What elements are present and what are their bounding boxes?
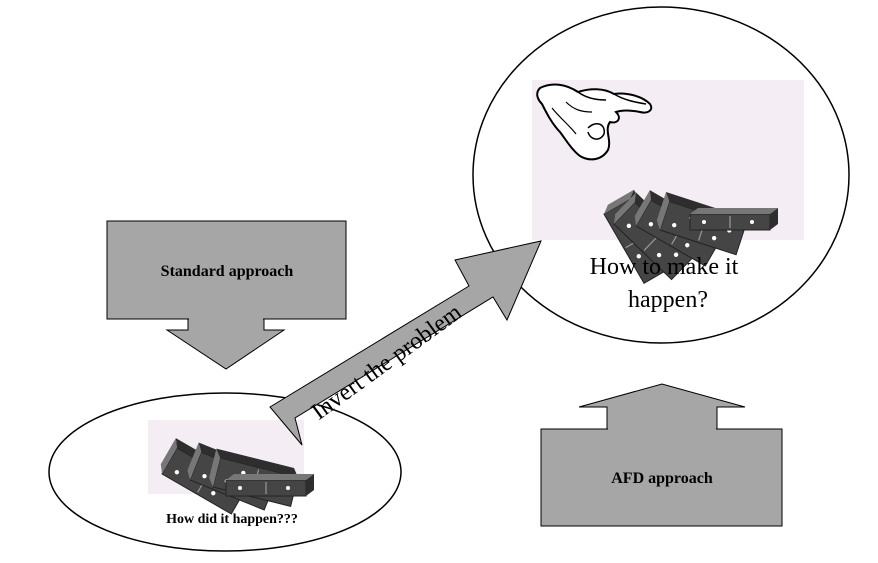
fallen-dominoes-icon [148, 420, 315, 515]
standard-approach-box [106, 220, 347, 320]
afd-approach-label: AFD approach [611, 470, 713, 487]
falling-dominoes-picture [532, 80, 804, 284]
afd-approach-box [540, 427, 783, 527]
how-to-make-it-happen-line2: happen? [628, 287, 708, 313]
standard-approach-label: Standard approach [161, 263, 294, 280]
hand-icon [536, 83, 653, 161]
afd-approach-up-arrow [578, 383, 746, 431]
how-did-it-happen-label: How did it happen??? [166, 512, 298, 527]
invert-the-problem-arrow [269, 240, 542, 446]
standard-approach-down-arrow [165, 317, 286, 370]
how-to-make-it-happen-line1: How to make it [590, 254, 739, 280]
